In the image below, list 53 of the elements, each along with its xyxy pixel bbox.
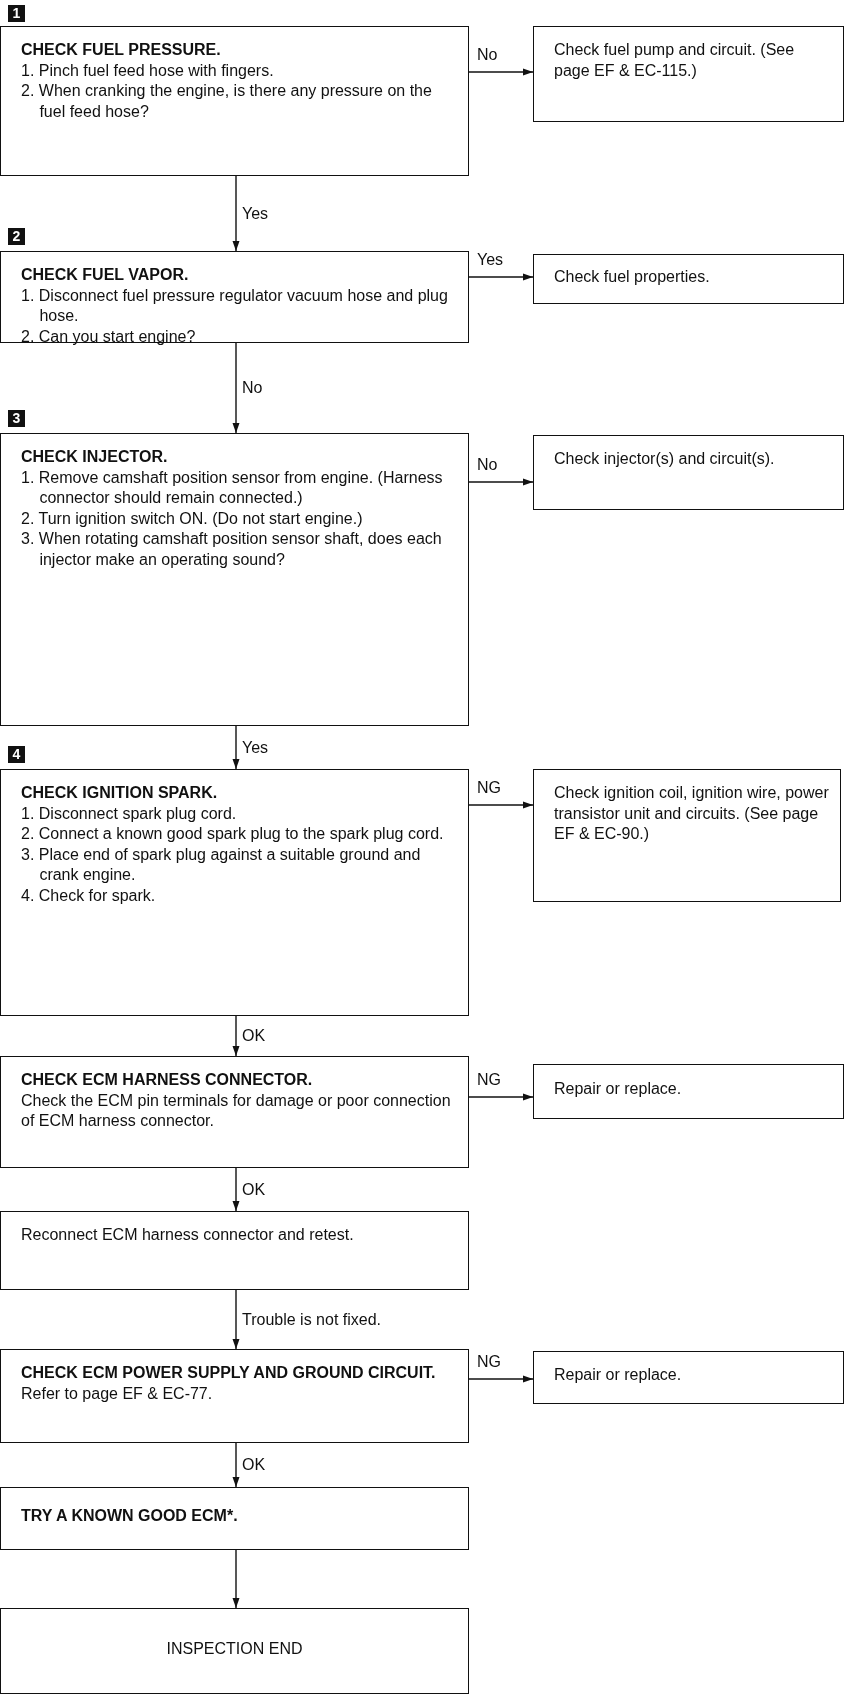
step-heading: CHECK ECM HARNESS CONNECTOR. bbox=[21, 1070, 314, 1090]
process-box: Reconnect ECM harness connector and retest. bbox=[0, 1211, 469, 1290]
step-number: 2 bbox=[8, 228, 25, 245]
process-box bbox=[0, 251, 469, 343]
arrow bbox=[232, 1167, 240, 1212]
arrow bbox=[468, 478, 534, 486]
arrow bbox=[232, 1442, 240, 1488]
arrow bbox=[232, 1549, 240, 1609]
step-number: 3 bbox=[8, 410, 25, 427]
arrow bbox=[468, 68, 534, 76]
process-box: Check fuel pump and circuit. (See page EF & EC-115.) bbox=[533, 26, 844, 122]
step-heading: TRY A KNOWN GOOD ECM*. bbox=[21, 1506, 239, 1527]
step-heading: CHECK ECM POWER SUPPLY AND GROUND CIRCUIT. bbox=[21, 1363, 437, 1383]
arrow bbox=[232, 175, 240, 252]
step-number: 1 bbox=[8, 5, 25, 22]
step-text: 1. Remove camshaft position sensor from engine. (Harness connector should remain connected.) bbox=[21, 467, 444, 508]
step-text: 2. Connect a known good spark plug to the spark plug cord. bbox=[21, 824, 445, 844]
step-text: 1. Disconnect fuel pressure regulator vacuum hose and plug hose. bbox=[21, 285, 449, 326]
step-text: Check the ECM pin terminals for damage or poor connection of ECM harness connector. bbox=[21, 1090, 452, 1131]
step-heading: CHECK IGNITION SPARK. bbox=[21, 783, 219, 803]
step-text: Refer to page EF & EC-77. bbox=[21, 1383, 214, 1404]
arrow bbox=[232, 1015, 240, 1057]
process-box bbox=[0, 1056, 469, 1168]
process-box: Check ignition coil, ignition wire, power transistor unit and circuits. (See page EF & EC-90.) bbox=[533, 769, 841, 902]
process-box bbox=[0, 1487, 469, 1550]
arrow bbox=[468, 1093, 534, 1101]
arrow bbox=[232, 725, 240, 770]
arrow bbox=[232, 1289, 240, 1350]
step-text: 2. Turn ignition switch ON. (Do not start engine.) bbox=[21, 508, 364, 529]
step-number: 4 bbox=[8, 746, 25, 763]
arrow bbox=[232, 342, 240, 434]
step-text: 3. When rotating camshaft position sensor shaft, does each injector make an operating sound? bbox=[21, 529, 443, 570]
process-box: Repair or replace. bbox=[533, 1064, 844, 1119]
process-box bbox=[0, 26, 469, 176]
step-heading: CHECK INJECTOR. bbox=[21, 447, 169, 467]
step-text: 2. When cranking the engine, is there any pressure on the fuel feed hose? bbox=[21, 81, 433, 122]
process-box: INSPECTION END bbox=[0, 1608, 469, 1694]
arrow bbox=[468, 801, 534, 809]
process-box bbox=[0, 769, 469, 1016]
step-text: 4. Check for spark. bbox=[21, 885, 157, 906]
process-box bbox=[0, 1349, 469, 1443]
process-box: Check fuel properties. bbox=[533, 254, 844, 304]
step-text: 1. Pinch fuel feed hose with fingers. bbox=[21, 60, 275, 81]
step-text: 3. Place end of spark plug against a suitable ground and crank engine. bbox=[21, 844, 422, 885]
arrow bbox=[468, 1375, 534, 1383]
process-box: Check injector(s) and circuit(s). bbox=[533, 435, 844, 510]
step-heading: CHECK FUEL VAPOR. bbox=[21, 265, 190, 285]
process-box bbox=[0, 433, 469, 726]
step-text: 1. Disconnect spark plug cord. bbox=[21, 803, 238, 824]
arrow bbox=[468, 273, 534, 281]
process-box: Repair or replace. bbox=[533, 1351, 844, 1404]
step-heading: CHECK FUEL PRESSURE. bbox=[21, 40, 222, 60]
step-text: 2. Can you start engine? bbox=[21, 326, 197, 347]
